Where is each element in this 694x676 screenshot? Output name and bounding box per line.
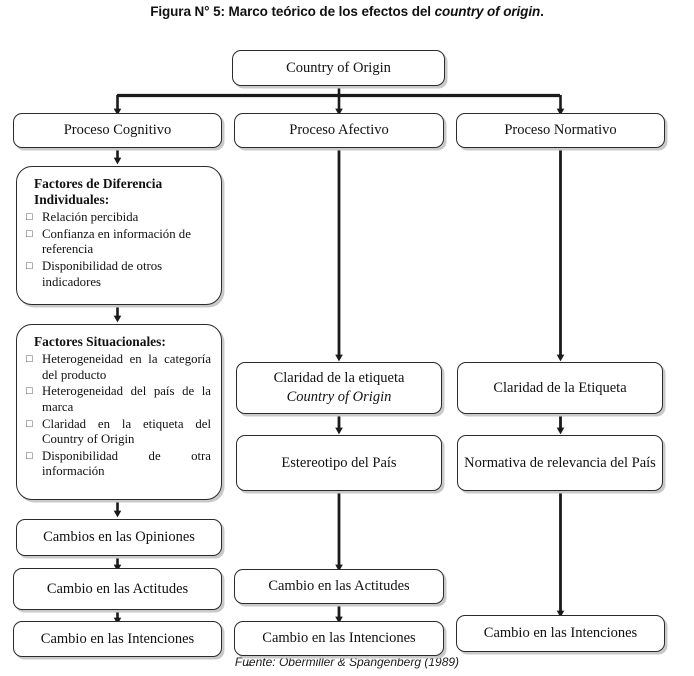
node-label: Cambio en las Intenciones (483, 625, 638, 642)
checkbox-icon: □ (26, 449, 33, 462)
list-item-label: Heterogeneidad del país de la marca (42, 384, 211, 414)
checkbox-icon: □ (26, 417, 33, 430)
list-item-label: Relación percibida (42, 210, 139, 225)
list-item: □ Confianza en información de referencia (26, 227, 211, 258)
list-item-label: Disponibilidad de otra información (42, 448, 211, 479)
list-item: □ Heterogeneidad del país de la marca (26, 384, 211, 415)
listbox-items: □ Heterogeneidad en la categoría del prod… (26, 352, 211, 480)
list-item-label: Disponibilidad de otros indicadores (42, 258, 163, 289)
node-label: Country of Origin (286, 59, 391, 76)
node-c3-claridad-etiqueta[interactable]: Claridad de la Etiqueta (457, 362, 663, 414)
node-label: Cambio en las Intenciones (40, 630, 195, 647)
node-label: Estereotipo del País (281, 454, 397, 471)
checkbox-icon: □ (26, 353, 33, 366)
listbox-items: □ Relación percibida □ Confianza en inform… (26, 210, 211, 290)
checkbox-icon: □ (26, 259, 33, 272)
node-c3-normativa-relevancia-pais[interactable]: Normativa de relevancia del País (457, 435, 663, 491)
node-proceso-normativo[interactable]: Proceso Normativo (456, 113, 665, 148)
list-item: □ Relación percibida (26, 210, 211, 226)
node-label: Cambio en las Intenciones (262, 630, 416, 647)
node-c2-cambio-actitudes[interactable]: Cambio en las Actitudes (234, 569, 444, 604)
list-item: □ Claridad en la etiqueta del Country of … (26, 417, 211, 448)
node-proceso-afectivo[interactable]: Proceso Afectivo (234, 113, 444, 148)
node-c3-cambio-intenciones[interactable]: Cambio en las Intenciones (456, 615, 665, 652)
node-label: Cambio en las Actitudes (46, 580, 189, 597)
node-c2-cambio-intenciones[interactable]: Cambio en las Intenciones (234, 621, 444, 656)
node-label: Proceso Cognitivo (63, 122, 172, 139)
node-label-line2-italic: Country of Origin (286, 389, 392, 405)
checkbox-icon: □ (26, 227, 33, 240)
checkbox-icon: □ (26, 211, 33, 224)
list-item-label: Claridad en la etiqueta del Country of O… (42, 416, 211, 447)
node-c1-cambio-intenciones[interactable]: Cambio en las Intenciones (13, 621, 222, 657)
node-label: Claridad de la Etiqueta (493, 379, 627, 396)
listbox-title: Factores de Diferencia Individuales: (34, 176, 163, 208)
node-label-line1: Claridad de la etiqueta (273, 370, 405, 387)
figure-title: Figura N° 5: Marco teórico de los efecto… (0, 4, 694, 19)
list-item: □ Heterogeneidad en la categoría del prod… (26, 352, 211, 383)
node-c1-cambios-opiniones[interactable]: Cambios en las Opiniones (16, 519, 222, 556)
node-label: Normativa de relevancia del País (464, 454, 656, 471)
figure-title-suffix: . (540, 4, 544, 19)
node-proceso-cognitivo[interactable]: Proceso Cognitivo (13, 113, 222, 148)
node-label: Proceso Normativo (504, 122, 617, 139)
figure-title-italic: country of origin (434, 4, 541, 19)
node-country-of-origin[interactable]: Country of Origin (232, 50, 445, 86)
list-item: □ Disponibilidad de otra información (26, 449, 211, 480)
node-label: Cambios en las Opiniones (43, 529, 195, 546)
node-c2-estereotipo-pais[interactable]: Estereotipo del País (236, 435, 442, 491)
figure-title-prefix: Figura N° 5: Marco teórico de los efecto… (150, 4, 435, 19)
listbox-title: Factores Situacionales: (34, 334, 166, 349)
source-note-tick (246, 664, 251, 666)
checkbox-icon: □ (26, 385, 33, 398)
node-label: Proceso Afectivo (289, 122, 389, 139)
node-label: Cambio en las Actitudes (268, 578, 410, 595)
node-factores-situacionales[interactable]: Factores Situacionales: □ Heterogeneidad … (16, 324, 222, 500)
list-item-label: Confianza en información de referencia (42, 226, 191, 257)
node-c1-cambio-actitudes[interactable]: Cambio en las Actitudes (13, 568, 222, 610)
node-factores-diferencia-individuales[interactable]: Factores de Diferencia Individuales: □ Re… (16, 166, 222, 305)
list-item-label: Heterogeneidad en la categoría del produ… (42, 352, 211, 382)
source-note: Fuente: Obermiller & Spangenberg (1989) (234, 655, 460, 669)
list-item: □ Disponibilidad de otros indicadores (26, 259, 211, 290)
